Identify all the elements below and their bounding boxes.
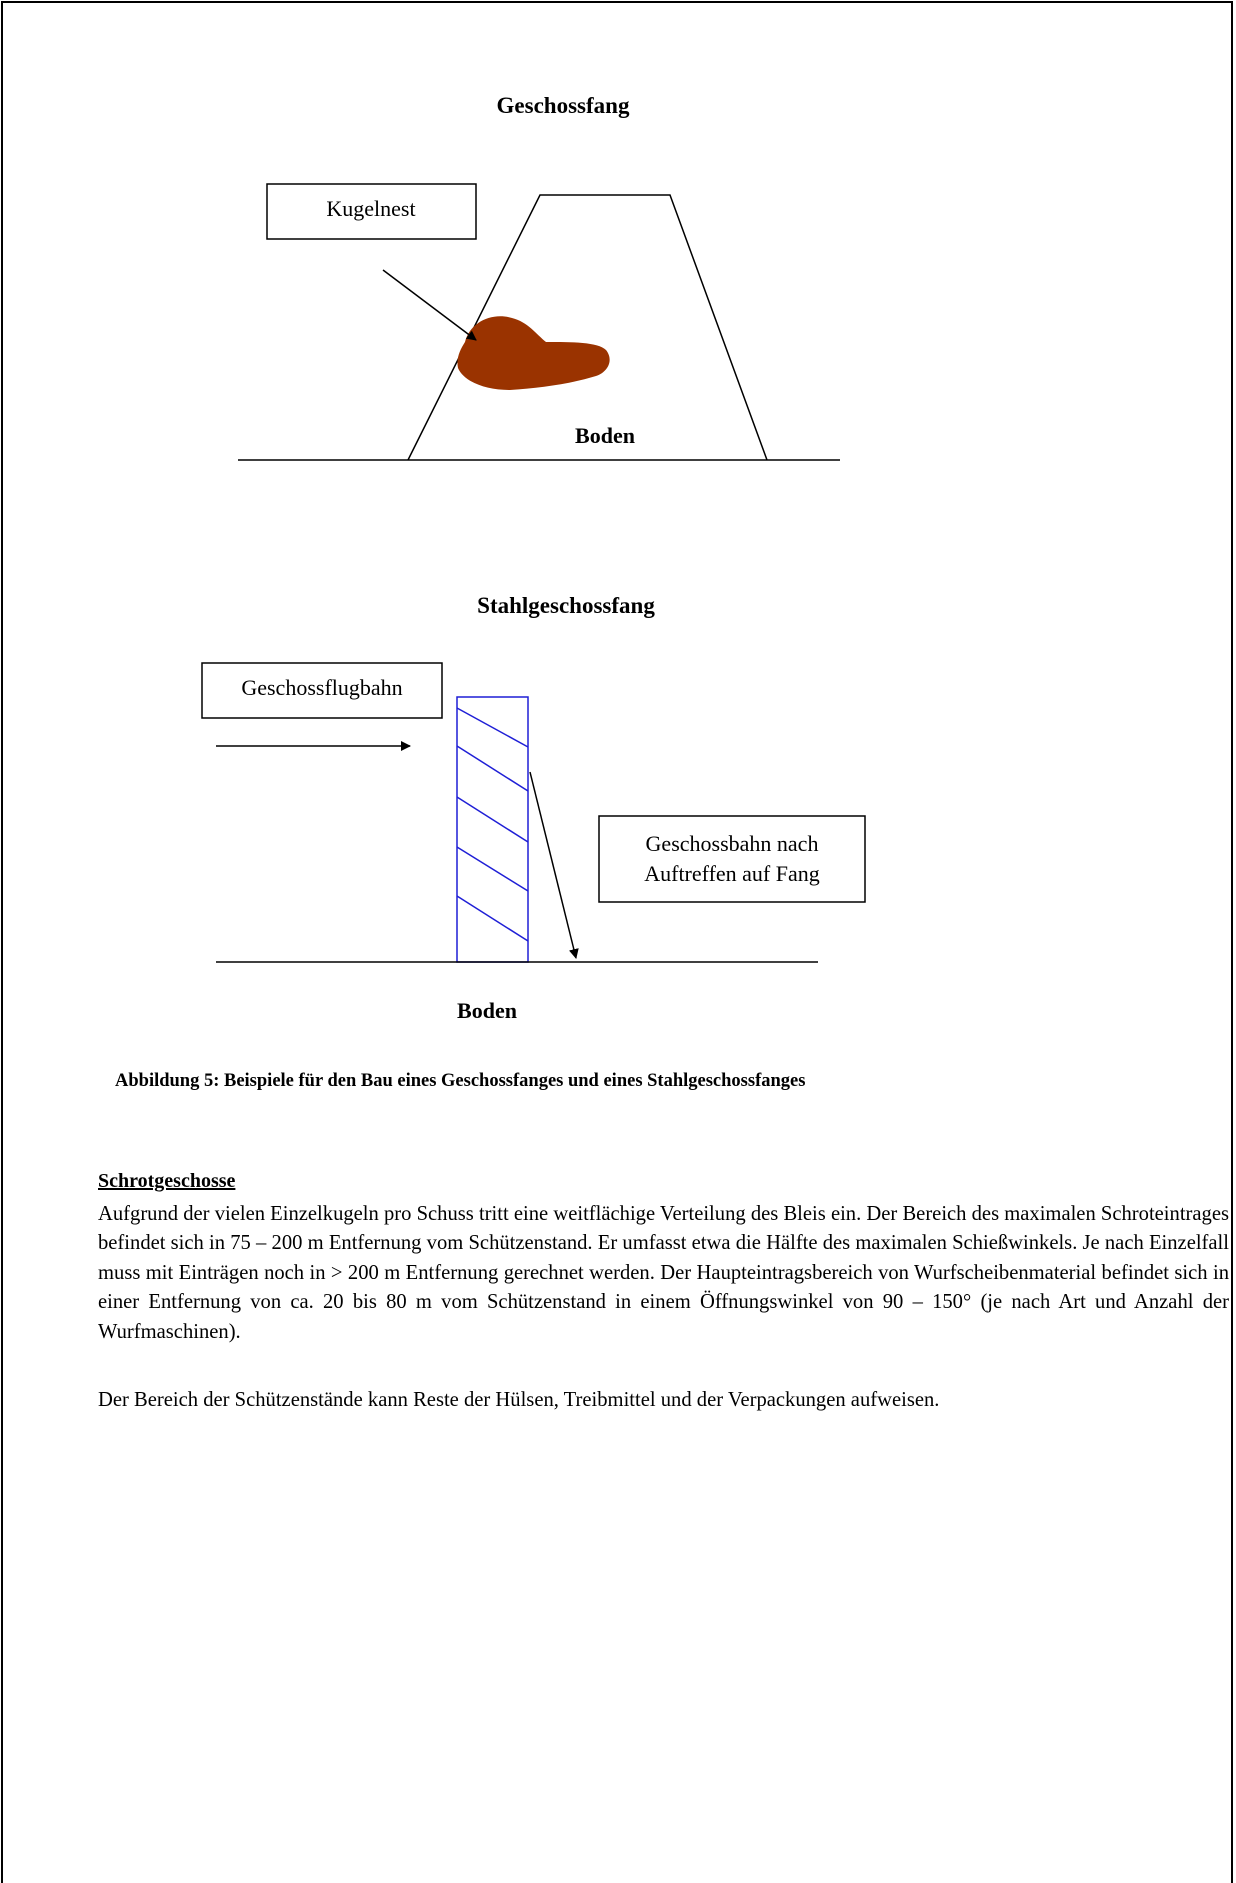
geschossbahn-label-line2: Auftreffen auf Fang [644,861,820,886]
steel-wall [456,696,529,963]
geschossflugbahn-label: Geschossflugbahn [241,675,402,700]
paragraph-2: Der Bereich der Schützenstände kann Rest… [98,1389,940,1411]
diagram2-ground-label: Boden [457,998,517,1023]
kugelnest-arrow [382,269,477,341]
kugelnest-label-box [266,183,477,240]
section-heading: Schrotgeschosse [98,1170,236,1192]
diagram-stahlgeschossfang: Stahlgeschossfang Geschossflugbahn Gesch… [201,593,866,1023]
diagram1-title: Geschossfang [497,93,630,118]
kugelnest-label: Kugelnest [326,196,415,221]
diagram2-title: Stahlgeschossfang [477,593,655,618]
geschossbahn-label-box [598,815,866,903]
kugelnest-blob [457,316,610,390]
deflection-arrow [529,771,579,959]
diagram-geschossfang: Geschossfang Kugelnest Boden [238,93,840,461]
paragraph-1: Aufgrund der vielen Einzelkugeln pro Sch… [98,1203,1229,1343]
figure-caption: Abbildung 5: Beispiele für den Bau eines… [115,1071,806,1091]
geschossflugbahn-label-box [201,662,443,719]
geschossbahn-label-line1: Geschossbahn nach [646,831,819,856]
diagram1-ground-label: Boden [575,423,635,448]
